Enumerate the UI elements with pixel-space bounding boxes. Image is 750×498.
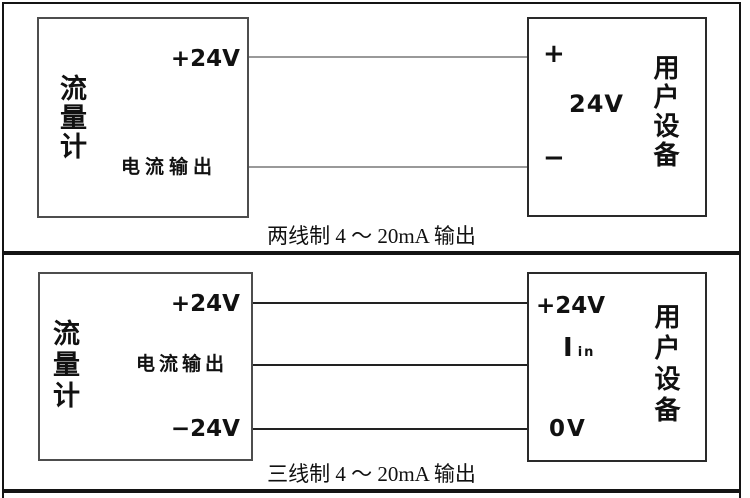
- device-plus24v-terminal: +24V: [536, 293, 606, 319]
- current-input-subscript: in: [577, 345, 596, 360]
- wire-bottom-current-output: [253, 364, 527, 366]
- flowmeter-label-top: 流量计: [55, 74, 86, 161]
- terminal-current-output-top: 电流输出: [121, 156, 218, 178]
- device-24v-supply: 24V: [569, 90, 624, 118]
- flowmeter-label-bottom: 流量计: [48, 319, 79, 412]
- wire-bottom-plus24v: [253, 302, 527, 304]
- flowmeter-box-top: [37, 17, 249, 218]
- next-panel-edge: [2, 491, 741, 498]
- user-device-box-top: [527, 17, 707, 217]
- terminal-current-output-bottom: 电流输出: [136, 353, 229, 375]
- terminal-minus24v-bottom: −24V: [170, 416, 240, 442]
- two-wire-caption: 两线制 4 ～ 20mA 输出: [267, 224, 476, 248]
- wire-top-current-output: [249, 166, 527, 168]
- user-device-box-bottom: [527, 272, 707, 462]
- flowmeter-box-bottom: [38, 272, 253, 461]
- device-plus-terminal: +: [543, 39, 565, 69]
- current-input-symbol: I: [563, 333, 573, 363]
- terminal-plus24v-bottom: +24V: [170, 291, 240, 317]
- wire-top-plus24v: [249, 56, 527, 58]
- user-device-label-top: 用户设备: [649, 54, 679, 170]
- wire-bottom-minus24v: [253, 428, 527, 430]
- device-0v-terminal: 0V: [549, 416, 587, 442]
- user-device-label-bottom: 用户设备: [650, 303, 680, 427]
- three-wire-caption: 三线制 4 ～ 20mA 输出: [267, 462, 476, 486]
- terminal-plus24v-top: +24V: [170, 46, 240, 72]
- device-minus-terminal: −: [543, 143, 565, 173]
